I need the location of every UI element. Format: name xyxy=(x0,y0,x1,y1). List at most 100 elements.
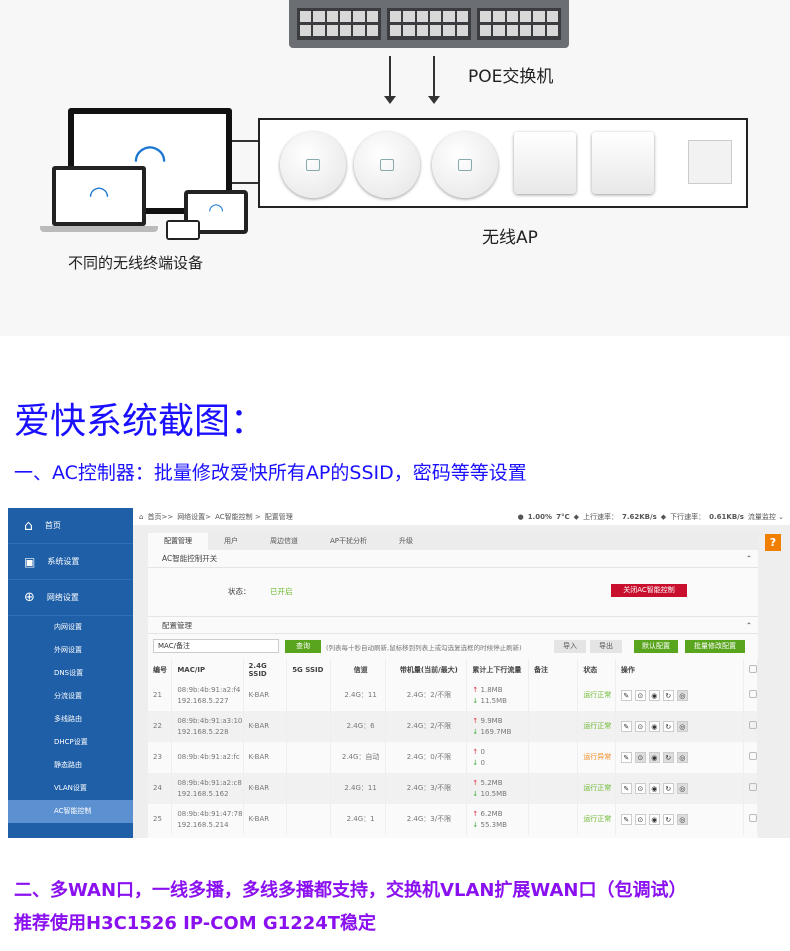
view-icon[interactable]: ◉ xyxy=(648,720,660,732)
ceiling-ap-image xyxy=(354,132,420,198)
edit-icon[interactable]: ✎ xyxy=(620,720,632,732)
tab-users[interactable]: 用户 xyxy=(224,537,238,545)
table-header: 编号 MAC/IP 2.4G SSID 5G SSID 信道 带机量(当前/最大… xyxy=(148,659,758,680)
row-checkbox[interactable] xyxy=(749,720,757,729)
restart-icon[interactable]: ↻ xyxy=(662,782,674,794)
restart-icon[interactable]: ↻ xyxy=(662,813,674,825)
breadcrumb-item[interactable]: 网络设置> xyxy=(177,512,212,521)
sidebar-item-lan[interactable]: 内网设置 xyxy=(54,623,82,631)
export-button[interactable]: 导出 xyxy=(590,640,622,653)
sidebar-item-wan[interactable]: 外网设置 xyxy=(54,646,82,654)
view-icon[interactable]: ◉ xyxy=(648,813,660,825)
search-input[interactable]: MAC/备注 xyxy=(153,639,279,653)
col-traffic: 累计上下行流量 xyxy=(466,659,529,680)
row-checkbox[interactable] xyxy=(749,689,757,698)
view-icon[interactable]: ◉ xyxy=(648,782,660,794)
row-checkbox[interactable] xyxy=(749,782,757,791)
locate-icon[interactable]: ⊙ xyxy=(634,720,646,732)
collapse-icon[interactable]: ⌃ xyxy=(745,621,752,630)
sidebar-item-dhcp[interactable]: DHCP设置 xyxy=(54,738,88,746)
home-icon: ⌂ xyxy=(24,517,33,534)
row-id: 25 xyxy=(148,804,173,835)
breadcrumb-item[interactable]: 首页>> xyxy=(147,512,174,521)
tab-channels[interactable]: 周边信道 xyxy=(270,537,298,545)
row-ssid5 xyxy=(286,680,331,711)
import-button[interactable]: 导入 xyxy=(554,640,586,653)
ip: 192.168.5.162 xyxy=(177,789,229,798)
batch-edit-button[interactable]: 批量修改配置 xyxy=(685,640,745,653)
edit-icon[interactable]: ✎ xyxy=(620,751,632,763)
edit-icon[interactable]: ✎ xyxy=(620,813,632,825)
sidebar-item-static-route[interactable]: 静态路由 xyxy=(54,761,82,769)
edit-icon[interactable]: ✎ xyxy=(620,782,632,794)
row-ssid24: K-BAR xyxy=(243,680,288,711)
reset-icon[interactable]: ◎ xyxy=(676,782,688,794)
globe-icon: ⊕ xyxy=(24,590,35,605)
view-icon[interactable]: ◉ xyxy=(648,689,660,701)
sidebar-item-vlan[interactable]: VLAN设置 xyxy=(54,784,87,792)
collapse-icon[interactable]: ⌃ xyxy=(745,554,752,563)
sidebar-item-network[interactable]: ⊕网络设置 xyxy=(8,580,133,616)
sidebar-item-multiline[interactable]: 多线路由 xyxy=(54,715,82,723)
view-icon[interactable]: ◉ xyxy=(648,751,660,763)
sidebar-item-split[interactable]: 分流设置 xyxy=(54,692,82,700)
row-ssid24: K-BAR xyxy=(243,742,288,773)
arrow-up-icon: ↑ xyxy=(472,778,479,787)
locate-icon[interactable]: ⊙ xyxy=(634,813,646,825)
row-load: 2.4G：2/不限 xyxy=(385,680,468,711)
locate-icon[interactable]: ⊙ xyxy=(634,751,646,763)
breadcrumb-item[interactable]: AC智能控制 > xyxy=(215,512,261,521)
help-button[interactable]: ? xyxy=(765,534,781,551)
locate-icon[interactable]: ⊙ xyxy=(634,689,646,701)
home-icon[interactable]: ⌂ xyxy=(139,512,144,521)
disable-ac-button[interactable]: 关闭AC智能控制 xyxy=(611,584,687,597)
tab-upgrade[interactable]: 升级 xyxy=(399,537,414,545)
sidebar-item-home[interactable]: ⌂首页 xyxy=(8,508,133,544)
sidebar-item-system[interactable]: ▣系统设置 xyxy=(8,544,133,580)
toolbar: MAC/备注 查询 (列表每十秒自动刷新,鼠标移到列表上或勾选复选框的时候停止刷… xyxy=(148,634,758,659)
sidebar-item-ac[interactable]: AC智能控制 xyxy=(8,800,133,823)
reset-icon[interactable]: ◎ xyxy=(676,689,688,701)
upload-speed: 7.62KB/s xyxy=(621,512,657,521)
reset-icon[interactable]: ◎ xyxy=(676,751,688,763)
edit-icon[interactable]: ✎ xyxy=(620,689,632,701)
select-all-checkbox[interactable] xyxy=(749,664,757,673)
tab-config[interactable]: 配置管理 xyxy=(148,533,208,550)
reset-icon[interactable]: ◎ xyxy=(676,720,688,732)
section-heading-wan: 二、多WAN口，一线多播，多线多播都支持，交换机VLAN扩展WAN口（包调试） xyxy=(14,880,687,901)
section-title: 配置管理 xyxy=(162,621,192,630)
row-actions: ✎⊙◉↻◎ xyxy=(615,804,745,835)
query-button[interactable]: 查询 xyxy=(285,640,321,653)
restart-icon[interactable]: ↻ xyxy=(662,751,674,763)
upload-total: 1.8MB xyxy=(480,685,503,694)
square-ap-image xyxy=(514,132,576,194)
traffic-monitor-menu[interactable]: 流量监控 ⌄ xyxy=(747,512,784,521)
arrow-down-icon: ↓ xyxy=(472,696,479,705)
row-checkbox[interactable] xyxy=(749,751,757,760)
ip: 192.168.5.228 xyxy=(177,727,229,736)
col-load: 带机量(当前/最大) xyxy=(385,659,468,680)
status-value: 已开启 xyxy=(270,587,293,596)
restart-icon[interactable]: ↻ xyxy=(662,720,674,732)
row-status: 运行正常 xyxy=(577,773,616,804)
ip: 192.168.5.214 xyxy=(177,820,229,829)
row-id: 23 xyxy=(148,742,173,773)
refresh-hint: (列表每十秒自动刷新,鼠标移到列表上或勾选复选框的时候停止刷新) xyxy=(326,644,522,652)
locate-icon[interactable]: ⊙ xyxy=(634,782,646,794)
reset-icon[interactable]: ◎ xyxy=(676,813,688,825)
phone-image xyxy=(166,220,200,240)
row-checkbox[interactable] xyxy=(749,813,757,822)
sidebar-label: 系统设置 xyxy=(47,557,80,566)
default-config-button[interactable]: 默认配置 xyxy=(634,640,678,653)
cpu-usage: 1.00% xyxy=(527,512,553,521)
ap-group xyxy=(258,118,748,208)
restart-icon[interactable]: ↻ xyxy=(662,689,674,701)
sidebar-item-dns[interactable]: DNS设置 xyxy=(54,669,84,677)
row-status: 运行异常 xyxy=(577,742,616,773)
row-traffic: ↑ 1.8MB↓ 11.5MB xyxy=(466,680,529,711)
download-speed: 0.61KB/s xyxy=(709,512,744,521)
tab-interference[interactable]: AP干扰分析 xyxy=(330,537,368,545)
row-mac-ip: 08:9b:4b:91:a2:fc xyxy=(171,742,244,773)
